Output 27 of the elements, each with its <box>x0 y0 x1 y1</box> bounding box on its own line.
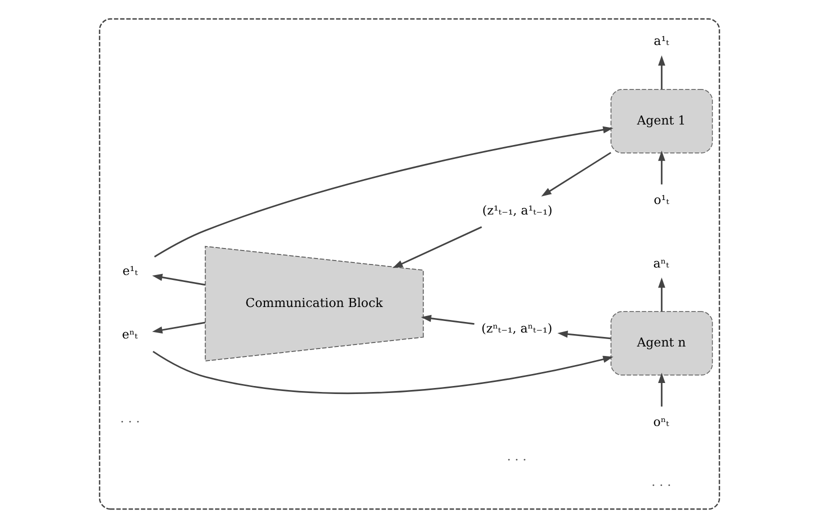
node-text: (z¹ₜ₋₁, a¹ₜ₋₁) <box>482 203 552 218</box>
node-text: e¹ₜ <box>122 264 138 278</box>
arrow <box>392 226 482 268</box>
arrow <box>658 150 666 184</box>
node-text: o¹ₜ <box>654 192 670 207</box>
cluster <box>98 18 720 510</box>
arrow <box>658 278 666 312</box>
node-text: eⁿₜ <box>122 328 138 342</box>
arrow <box>420 314 474 325</box>
arrow <box>152 350 614 394</box>
node-box: Agent n <box>610 311 713 376</box>
node-box: Agent 1 <box>610 89 713 154</box>
arrow <box>658 372 666 407</box>
arrow <box>154 126 614 258</box>
arrow <box>557 330 611 340</box>
arrow <box>152 322 206 334</box>
label: · · · <box>506 452 527 467</box>
node-text: a¹ₜ <box>654 34 670 48</box>
node-text: oⁿₜ <box>653 414 670 429</box>
arrow <box>658 55 666 90</box>
arrow <box>541 152 612 196</box>
label: · · · <box>120 414 140 429</box>
label: · · · <box>652 478 672 492</box>
node-text: aⁿₜ <box>653 256 670 270</box>
node-text: (zⁿₜ₋₁, aⁿₜ₋₁) <box>481 321 552 336</box>
node-box: Communication Block <box>204 246 424 362</box>
arrow <box>152 274 206 286</box>
